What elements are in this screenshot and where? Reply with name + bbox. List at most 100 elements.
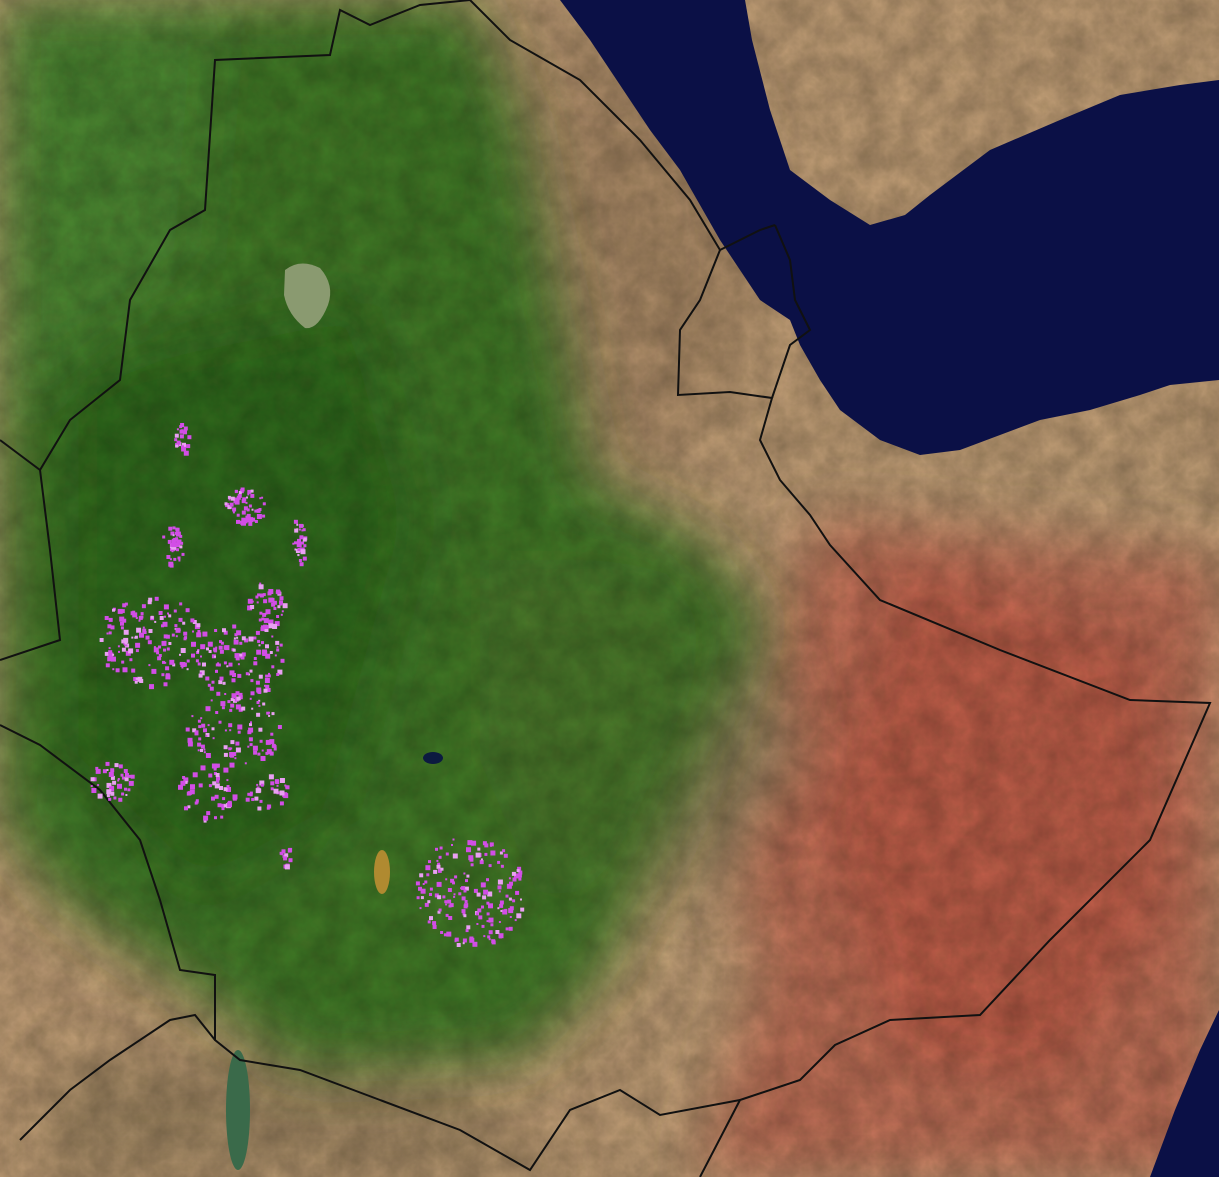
occurrence-point <box>124 643 128 647</box>
occurrence-point <box>260 756 266 761</box>
occurrence-point <box>168 614 172 618</box>
occurrence-point <box>180 423 185 427</box>
occurrence-point <box>297 554 300 557</box>
occurrence-point <box>187 741 193 747</box>
occurrence-point <box>277 605 281 609</box>
occurrence-point <box>259 582 262 585</box>
occurrence-point <box>258 674 263 679</box>
occurrence-point <box>162 660 165 664</box>
occurrence-point <box>297 548 301 551</box>
occurrence-point <box>228 662 233 667</box>
occurrence-point <box>279 790 285 796</box>
occurrence-point <box>245 515 249 519</box>
occurrence-point <box>90 785 93 788</box>
occurrence-point <box>190 618 195 623</box>
occurrence-point <box>228 498 231 501</box>
lake-tana <box>284 263 331 329</box>
occurrence-point <box>488 930 493 935</box>
occurrence-point <box>128 780 134 786</box>
cluster-west <box>90 423 308 870</box>
occurrence-point <box>114 763 119 768</box>
occurrence-point <box>452 853 458 859</box>
occurrence-point <box>263 618 269 624</box>
occurrence-point <box>115 668 120 673</box>
rift-lake-2 <box>374 850 390 894</box>
occurrence-point <box>238 491 242 494</box>
occurrence-point <box>452 881 455 885</box>
occurrence-point <box>180 780 186 786</box>
occurrence-point <box>265 609 271 615</box>
occurrence-point <box>133 677 138 681</box>
occurrence-point <box>464 886 469 891</box>
occurrence-point <box>228 723 233 728</box>
occurrence-point <box>215 663 219 667</box>
occurrence-point <box>192 728 197 733</box>
occurrence-point <box>273 747 277 751</box>
occurrence-point <box>106 632 109 635</box>
occurrence-point <box>284 864 290 870</box>
occurrence-point <box>95 766 99 770</box>
occurrence-point <box>221 706 225 710</box>
occurrence-point <box>176 539 182 545</box>
occurrence-point <box>240 487 245 492</box>
occurrence-point <box>499 935 502 939</box>
occurrence-point <box>261 641 264 645</box>
occurrence-point <box>118 764 123 769</box>
occurrence-point <box>158 611 163 615</box>
occurrence-point <box>250 489 254 493</box>
occurrence-point <box>251 508 254 511</box>
occurrence-point <box>173 609 177 613</box>
occurrence-point <box>491 939 496 944</box>
occurrence-point <box>516 913 522 919</box>
occurrence-point <box>244 762 247 765</box>
occurrence-point <box>257 639 261 643</box>
occurrence-point <box>238 707 243 712</box>
occurrence-point <box>502 849 506 853</box>
occurrence-point <box>163 682 168 687</box>
occurrence-point <box>486 901 490 905</box>
occurrence-point <box>480 882 486 888</box>
occurrence-point <box>159 616 164 620</box>
occurrence-point <box>138 615 143 620</box>
occurrence-point <box>224 645 230 651</box>
occurrence-point <box>476 923 479 925</box>
occurrence-point <box>488 938 491 941</box>
occurrence-point <box>178 559 181 562</box>
occurrence-point <box>110 625 115 630</box>
occurrence-point <box>500 910 503 912</box>
occurrence-point <box>216 691 221 696</box>
occurrence-point <box>99 638 104 642</box>
occurrence-point <box>260 625 265 630</box>
occurrence-point <box>235 747 241 753</box>
occurrence-point <box>163 604 169 610</box>
occurrence-point <box>236 630 242 636</box>
occurrence-point <box>205 734 208 737</box>
occurrence-point <box>297 538 301 543</box>
occurrence-point <box>486 912 490 916</box>
occurrence-point <box>215 773 220 777</box>
occurrence-point <box>452 838 455 841</box>
occurrence-point <box>180 541 184 545</box>
occurrence-point <box>256 687 262 693</box>
occurrence-point <box>117 645 120 648</box>
occurrence-point <box>265 674 269 678</box>
occurrence-point <box>268 672 270 675</box>
occurrence-point <box>257 788 262 793</box>
occurrence-point <box>478 915 483 920</box>
occurrence-point <box>179 545 183 549</box>
occurrence-point <box>420 896 424 900</box>
occurrence-point <box>187 805 191 809</box>
occurrence-point <box>175 627 181 633</box>
occurrence-point <box>224 693 227 695</box>
occurrence-point <box>180 648 186 653</box>
occurrence-point <box>263 688 268 693</box>
occurrence-point <box>467 840 473 846</box>
occurrence-point <box>108 650 113 655</box>
occurrence-point <box>517 873 522 878</box>
occurrence-point <box>108 617 113 622</box>
occurrence-point <box>131 636 134 639</box>
occurrence-point <box>514 919 517 922</box>
occurrence-point <box>497 860 501 864</box>
occurrence-point <box>253 657 257 660</box>
